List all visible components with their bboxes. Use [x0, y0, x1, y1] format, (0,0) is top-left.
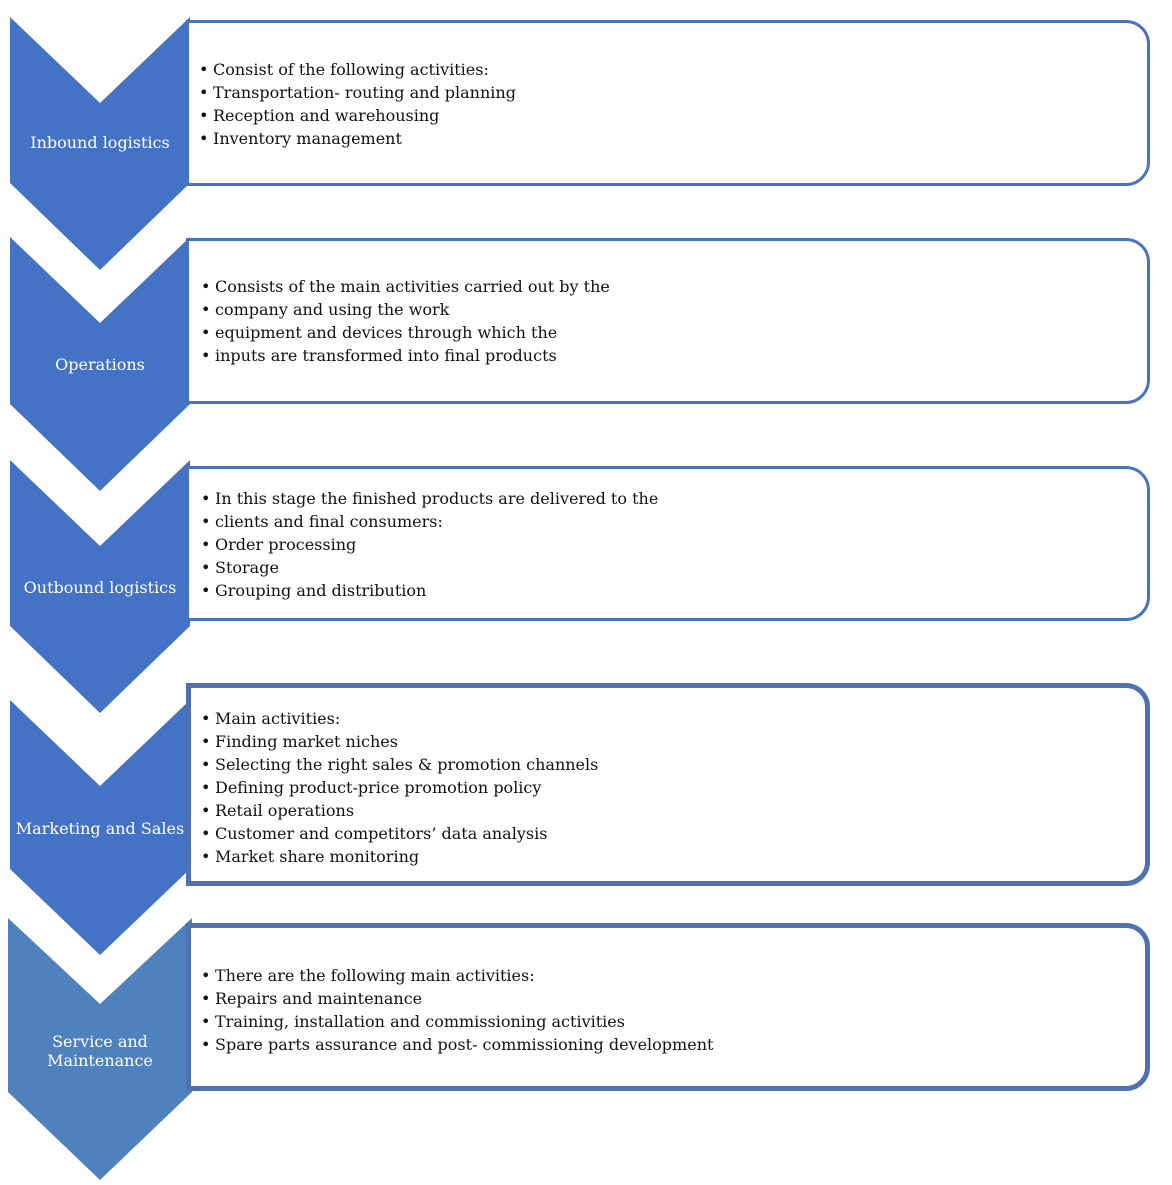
list-item-text: clients and final consumers:	[215, 512, 443, 531]
list-item-text: In this stage the finished products are …	[215, 489, 659, 508]
list-item-text: Training, installation and commissioning…	[215, 1012, 625, 1031]
list-item: •Inventory management	[199, 129, 402, 148]
list-item-text: Customer and competitors’ data analysis	[215, 824, 548, 843]
stage-label-service-and-maintenance: Service and Maintenance	[47, 1032, 153, 1070]
activities-box-outbound-logistics: •In this stage the finished products are…	[186, 466, 1150, 621]
list-item-text: Repairs and maintenance	[215, 989, 423, 1008]
activities-box-inbound-logistics: •Consist of the following activities: •T…	[186, 20, 1150, 186]
stage-label-outbound-logistics: Outbound logistics	[23, 578, 177, 597]
list-item: •Order processing	[201, 535, 357, 554]
list-item-text: Consist of the following activities:	[213, 60, 489, 79]
list-item: •Defining product-price promotion policy	[201, 778, 542, 797]
list-item-text: There are the following main activities:	[215, 966, 535, 985]
list-item: •Transportation- routing and planning	[199, 83, 516, 102]
list-item: •Grouping and distribution	[201, 581, 427, 600]
list-item: •Retail operations	[201, 801, 355, 820]
stage-label-inbound-logistics: Inbound logistics	[30, 133, 170, 152]
list-item-text: Grouping and distribution	[215, 581, 427, 600]
activities-box-service-and-maintenance: •There are the following main activities…	[186, 923, 1150, 1091]
list-item: •There are the following main activities…	[201, 966, 535, 985]
activities-list: •Main activities: •Finding market niches…	[201, 707, 598, 868]
list-item-text: Consists of the main activities carried …	[215, 277, 610, 296]
stage-label-operations: Operations	[55, 355, 145, 374]
list-item: •Reception and warehousing	[199, 106, 440, 125]
list-item-text: Selecting the right sales & promotion ch…	[215, 755, 599, 774]
list-item: •Repairs and maintenance	[201, 989, 423, 1008]
list-item: •In this stage the finished products are…	[201, 489, 659, 508]
list-item-text: company and using the work	[215, 300, 450, 319]
list-item: •company and using the work	[201, 300, 450, 319]
list-item: •Consist of the following activities:	[199, 60, 489, 79]
list-item-text: Transportation- routing and planning	[213, 83, 516, 102]
list-item: •Spare parts assurance and post- commiss…	[201, 1035, 714, 1054]
list-item-text: Defining product-price promotion policy	[215, 778, 542, 797]
list-item: •equipment and devices through which the	[201, 323, 558, 342]
list-item-text: Spare parts assurance and post- commissi…	[215, 1035, 714, 1054]
list-item: •Storage	[201, 558, 279, 577]
list-item-text: Main activities:	[215, 709, 341, 728]
list-item-text: Storage	[215, 558, 279, 577]
list-item-text: inputs are transformed into final produc…	[215, 346, 557, 365]
activities-list: •In this stage the finished products are…	[201, 487, 658, 602]
list-item: •Customer and competitors’ data analysis	[201, 824, 548, 843]
activities-list: •Consist of the following activities: •T…	[199, 58, 516, 150]
list-item-text: Order processing	[215, 535, 357, 554]
list-item: •Market share monitoring	[201, 847, 420, 866]
list-item: •Training, installation and commissionin…	[201, 1012, 625, 1031]
list-item: •Main activities:	[201, 709, 341, 728]
list-item-text: Retail operations	[215, 801, 355, 820]
list-item: •inputs are transformed into final produ…	[201, 346, 557, 365]
list-item: •Consists of the main activities carried…	[201, 277, 610, 296]
list-item-text: Inventory management	[213, 129, 402, 148]
list-item-text: equipment and devices through which the	[215, 323, 558, 342]
activities-box-operations: •Consists of the main activities carried…	[186, 238, 1150, 404]
list-item-text: Market share monitoring	[215, 847, 420, 866]
activities-list: •There are the following main activities…	[201, 964, 713, 1056]
activities-box-marketing-and-sales: •Main activities: •Finding market niches…	[186, 683, 1150, 886]
activities-list: •Consists of the main activities carried…	[201, 275, 610, 367]
stage-label-marketing-and-sales: Marketing and Sales	[15, 819, 185, 838]
list-item-text: Reception and warehousing	[213, 106, 440, 125]
list-item-text: Finding market niches	[215, 732, 398, 751]
list-item: •Finding market niches	[201, 732, 398, 751]
list-item: •clients and final consumers:	[201, 512, 443, 531]
list-item: •Selecting the right sales & promotion c…	[201, 755, 599, 774]
